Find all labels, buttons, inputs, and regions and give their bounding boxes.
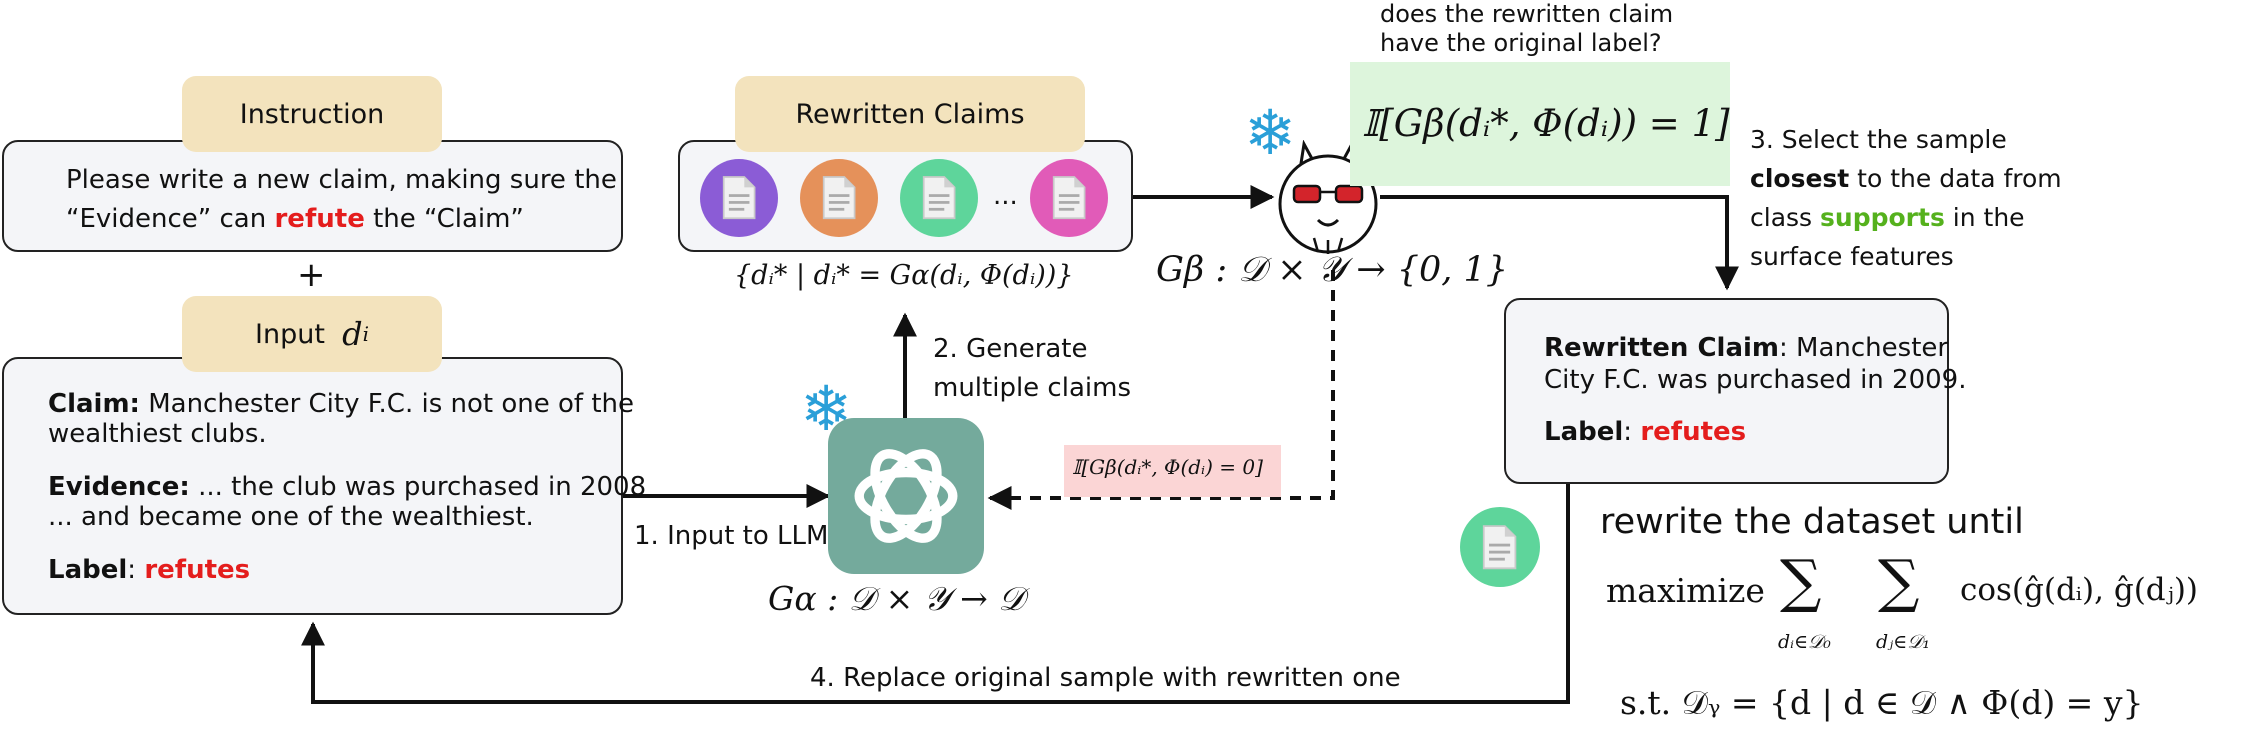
input-claim-line-2: wealthiest clubs.: [48, 419, 267, 449]
step-1-label: 1. Input to LLM: [634, 521, 829, 551]
instruction-tag-label: Instruction: [239, 98, 385, 130]
discriminator-formula: Gβ : 𝒟 × 𝒴 → {0, 1}: [1156, 250, 1509, 290]
step-2-line-2: multiple claims: [933, 373, 1131, 403]
arrow-llama-to-result: [1380, 195, 1739, 291]
indicator-true-formula: 𝕀[Gβ(dᵢ*, Φ(dᵢ)) = 1]: [1362, 102, 1730, 145]
result-box: [1504, 298, 1949, 484]
document-icon-orange: [800, 159, 878, 237]
step-3-line-1: 3. Select the sample: [1750, 125, 2007, 154]
claims-ellipsis: ...: [993, 181, 1018, 211]
question-line-1: does the rewritten claim: [1380, 0, 1674, 28]
input-evidence-line-2: ... and became one of the wealthiest.: [48, 502, 534, 532]
supports-word: supports: [1820, 203, 1945, 232]
objective-constraint: s.t. 𝒟ᵧ = {d | d ∈ 𝒟 ∧ Φ(d) = y}: [1620, 683, 2144, 722]
result-claim-line-2: City F.C. was purchased in 2009.: [1544, 365, 1967, 395]
openai-logo: [828, 418, 984, 574]
indicator-false-formula: 𝕀[Gβ(dᵢ*, Φ(dᵢ) = 0]: [1072, 455, 1263, 479]
input-box: [2, 357, 623, 615]
generator-formula: Gα : 𝒟 × 𝒴 → 𝒟: [768, 579, 1025, 618]
document-icon-green: [900, 159, 978, 237]
step-4-label: 4. Replace original sample with rewritte…: [810, 663, 1401, 693]
input-evidence-line-1: Evidence: ... the club was purchased in …: [48, 472, 647, 502]
instruction-refute-word: refute: [274, 204, 365, 234]
objective-sum-2: ∑: [1878, 547, 1920, 615]
objective-maximize: maximize: [1606, 571, 1765, 610]
instruction-line-1: Please write a new claim, making sure th…: [66, 165, 617, 195]
objective-heading: rewrite the dataset until: [1600, 502, 2024, 542]
indicator-false-highlight: [1064, 445, 1281, 497]
arrow-dashed-feedback: [987, 270, 1335, 510]
plus-sign: +: [297, 255, 326, 295]
question-line-2: have the original label?: [1380, 29, 1662, 57]
result-claim-line-1: Rewritten Claim: Manchester: [1544, 333, 1949, 363]
rewritten-claims-tag: Rewritten Claims: [735, 76, 1085, 152]
step-3-line-4: surface features: [1750, 242, 1954, 271]
document-icon-pink: [1030, 159, 1108, 237]
document-icon-purple: [700, 159, 778, 237]
objective-sum-1-subscript: dᵢ∈𝒟₀: [1778, 631, 1831, 653]
arrow-replace: [301, 484, 1570, 704]
rewritten-set-formula: {dᵢ* | dᵢ* = Gα(dᵢ, Φ(dᵢ))}: [734, 260, 1074, 291]
objective-sum-2-subscript: dⱼ∈𝒟₁: [1876, 631, 1931, 653]
step-3-line-3: class supports in the: [1750, 203, 2025, 232]
snowflake-icon-llama: ❄: [1244, 96, 1296, 169]
objective-sum-1: ∑: [1780, 547, 1822, 615]
result-label-value: refutes: [1640, 417, 1747, 447]
document-icon-single: [1460, 507, 1540, 587]
indicator-true-highlight: [1350, 62, 1730, 186]
objective-term: cos(ĝ(dᵢ), ĝ(dⱼ)): [1960, 572, 2199, 608]
input-label-line: Label: refutes: [48, 555, 251, 585]
input-claim-line-1: Claim: Manchester City F.C. is not one o…: [48, 389, 634, 419]
input-label-value: refutes: [144, 555, 251, 585]
step-2-line-1: 2. Generate: [933, 334, 1088, 364]
instruction-tag: Instruction: [182, 76, 442, 152]
instruction-line-2: “Evidence” can refute the “Claim”: [66, 204, 524, 234]
step-3-line-2: closest to the data from: [1750, 164, 2062, 193]
result-label-line: Label: refutes: [1544, 417, 1747, 447]
